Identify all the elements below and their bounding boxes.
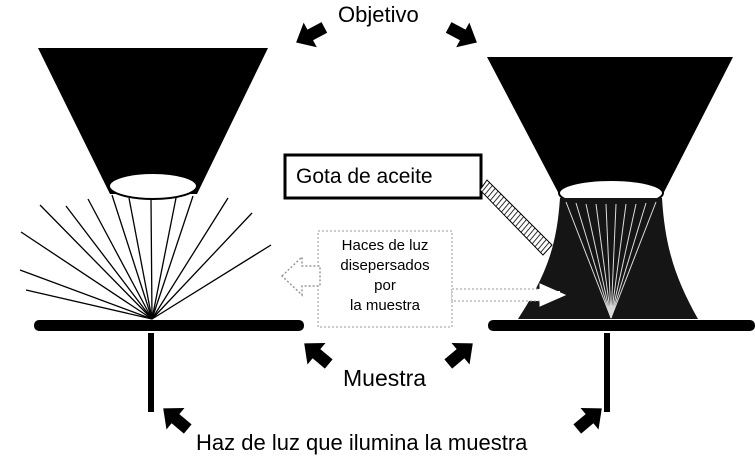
hollow-arrow-icon [280, 255, 321, 297]
left-objective [38, 48, 268, 200]
arrow-icon [304, 342, 333, 369]
right-sample-slide [488, 320, 755, 412]
scattered-light-line-4: la muestra [349, 297, 421, 314]
oil-drop-label: Gota de aceite [296, 165, 433, 188]
objective-label: Objetivo [338, 2, 419, 27]
dotted-arrow-icon [451, 283, 567, 307]
scattered-light-box [317, 230, 453, 328]
oil-drop [518, 198, 698, 319]
scattered-light-line-1: Haces de luz [341, 237, 429, 254]
right-objective [487, 57, 733, 207]
arrow-icon [296, 22, 328, 48]
sample-label: Muestra [343, 365, 427, 391]
arrow-icon [445, 22, 477, 48]
arrow-icon [444, 342, 473, 369]
scattered-light-line-3: por [374, 277, 396, 294]
arrow-icon [573, 407, 602, 434]
light-beam-label: Haz de luz que ilumina la muestra [196, 430, 528, 455]
left-sample-slide [34, 320, 304, 412]
arrow-icon [163, 407, 192, 434]
scattered-light-line-2: disepersados [340, 257, 430, 274]
left-scattered-rays [19, 194, 272, 320]
oil-drop-callout [283, 153, 553, 256]
